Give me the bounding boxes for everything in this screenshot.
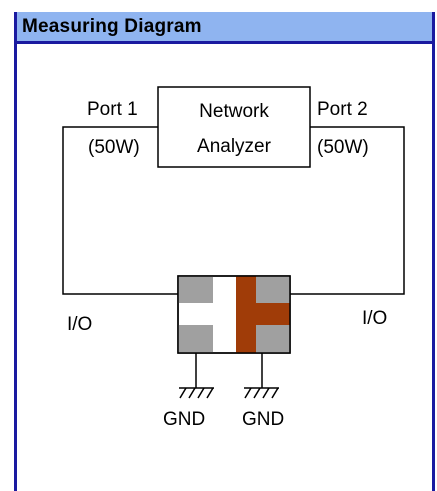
io-right-label: I/O	[362, 308, 387, 329]
port2-impedance: (50W)	[317, 137, 369, 158]
port1-wire	[62, 126, 178, 295]
network-analyzer-box	[157, 86, 311, 168]
component-pad-top-left	[178, 276, 213, 303]
component-pad-bottom-left	[178, 325, 213, 353]
port2-wire	[290, 126, 405, 295]
title-bar	[14, 12, 435, 44]
component-outline	[177, 275, 291, 354]
gnd-right-label: GND	[242, 409, 284, 430]
gnd-left-symbol	[179, 353, 214, 399]
gnd-right-symbol	[244, 353, 279, 399]
io-left-label: I/O	[67, 314, 92, 335]
port2-label: Port 2	[317, 99, 368, 120]
gnd-left-label: GND	[163, 409, 205, 430]
page-title: Measuring Diagram	[22, 16, 202, 37]
analyzer-label-line1: Network	[199, 101, 269, 122]
port1-label: Port 1	[87, 99, 138, 120]
component-pad-top-right	[256, 276, 290, 303]
analyzer-label-line2: Analyzer	[197, 136, 272, 157]
panel-left-border	[14, 12, 17, 491]
component-pad-bottom-right	[256, 325, 290, 353]
panel-right-border	[432, 12, 435, 491]
port1-impedance: (50W)	[88, 137, 140, 158]
